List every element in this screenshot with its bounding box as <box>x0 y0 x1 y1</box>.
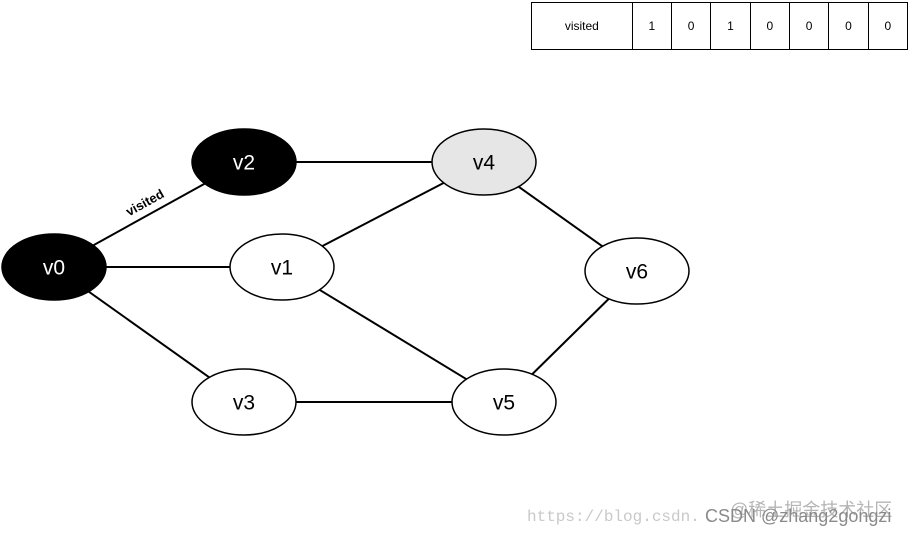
visited-array-table: visited 1 0 1 0 0 0 0 <box>531 2 908 50</box>
node-shape-v0 <box>1 233 107 301</box>
blog-url-watermark: https://blog.csdn. <box>527 508 700 526</box>
csdn-watermark: CSDN @zhang2gongzi <box>705 506 892 526</box>
node-label-v6: v6 <box>626 261 648 284</box>
node-label-v1: v1 <box>271 257 293 280</box>
node-label-v2: v2 <box>233 152 255 175</box>
node-shape-v1 <box>229 233 335 301</box>
visited-cell-5: 0 <box>828 2 869 50</box>
edge-v6-v5 <box>531 298 610 375</box>
visited-array-row: visited 1 0 1 0 0 0 0 <box>531 2 908 50</box>
node-v6: v6 <box>584 237 690 305</box>
node-v4: v4 <box>431 128 537 196</box>
node-v0: v0 <box>1 233 107 301</box>
node-shape-v6 <box>584 237 690 305</box>
node-v2: v2 <box>191 128 297 196</box>
node-label-v3: v3 <box>233 392 255 415</box>
juejin-watermark: @稀土掘金技术社区 <box>730 500 893 520</box>
edge-v1-v4 <box>321 182 445 247</box>
edges-layer: visited <box>88 161 610 403</box>
visited-cell-2: 1 <box>710 2 751 50</box>
node-v1: v1 <box>229 233 335 301</box>
node-label-v0: v0 <box>43 257 65 280</box>
node-shape-v4 <box>431 128 537 196</box>
visited-cell-3: 0 <box>749 2 790 50</box>
visited-array-label: visited <box>531 2 633 50</box>
edge-label-v0-v2: visited <box>123 186 166 219</box>
visited-cell-0: 1 <box>631 2 672 50</box>
node-v5: v5 <box>451 368 557 436</box>
node-shape-v5 <box>451 368 557 436</box>
edge-v0-v2 <box>92 182 206 247</box>
node-label-v4: v4 <box>473 152 496 175</box>
visited-cell-6: 0 <box>867 2 908 50</box>
edge-v4-v6 <box>518 185 603 248</box>
edge-v1-v5 <box>319 288 467 381</box>
node-shape-v3 <box>191 368 297 436</box>
node-label-v5: v5 <box>493 392 515 415</box>
nodes-layer: v0 v1 v2 v3 v4 v5 v6 <box>1 128 690 436</box>
visited-cell-4: 0 <box>788 2 830 50</box>
node-shape-v2 <box>191 128 297 196</box>
node-v3: v3 <box>191 368 297 436</box>
edge-v0-v3 <box>88 290 210 379</box>
